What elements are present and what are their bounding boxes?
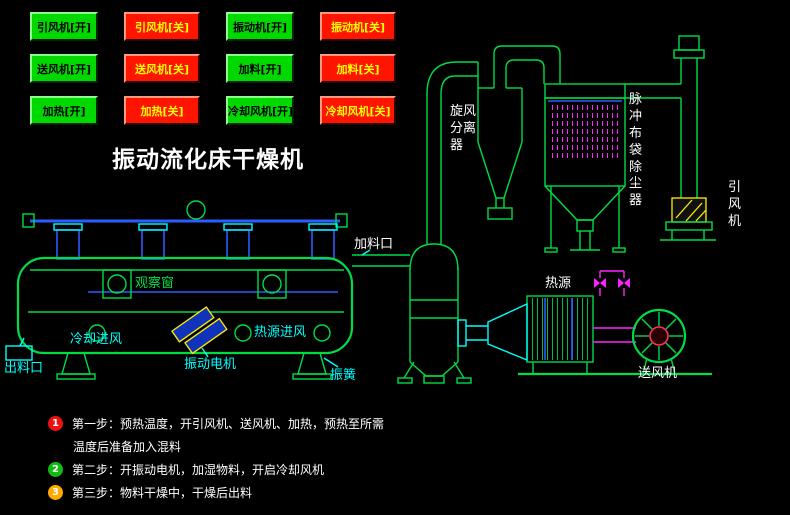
label-induced-draft-fan: 引风机 (727, 180, 741, 229)
operating-steps: 1 第一步：预热温度，开引风机、送风机、加热，预热至所需 温度后准备加入混料 2… (48, 415, 384, 507)
feed-off-button[interactable]: 加料[关] (320, 54, 396, 83)
step-2-badge: 2 (48, 461, 63, 477)
step-1-text: 第一步：预热温度，开引风机、送风机、加热，预热至所需 (72, 416, 385, 431)
step-3: 3 第三步：物料干燥中，干燥后出料 (48, 484, 384, 500)
step-2-text: 第二步：开振动电机，加湿物料，开启冷却风机 (72, 462, 325, 477)
label-dust-collector: 脉冲布袋除尘器 (628, 92, 642, 209)
label-observation-window: 观察窗 (135, 276, 175, 291)
feed-on-button[interactable]: 加料[开] (226, 54, 294, 83)
cooling-fan-off-button[interactable]: 冷却风机[关] (320, 96, 396, 125)
vibrator-on-button[interactable]: 振动机[开] (226, 12, 294, 41)
label-vibration-motor: 振动电机 (184, 357, 237, 372)
induced-fan-stack (625, 35, 716, 241)
supply-fan-off-button[interactable]: 送风机[关] (124, 54, 200, 83)
control-button-grid: 引风机[开] 引风机[关] 振动机[开] 振动机[关] 送风机[开] 送风机[关… (30, 12, 396, 125)
label-cooling-air-inlet: 冷却进风 (70, 332, 123, 347)
diffuser-duct (457, 302, 528, 362)
induced-fan-off-button[interactable]: 引风机[关] (124, 12, 200, 41)
step-1-continued: 温度后准备加入混料 (48, 438, 384, 454)
step-3-badge: 3 (48, 484, 63, 500)
label-feed-port: 加料口 (354, 237, 394, 252)
label-cyclone-separator: 旋风分离器 (450, 104, 477, 153)
vibration-motor-symbol (171, 306, 228, 355)
cyclone-separator (477, 45, 561, 220)
induced-fan-on-button[interactable]: 引风机[开] (30, 12, 98, 41)
label-discharge-port: 出料口 (4, 361, 44, 376)
step-2: 2 第二步：开振动电机，加湿物料，开启冷却风机 (48, 461, 384, 477)
label-vibration-spring: 振簧 (330, 368, 357, 383)
step-1-text-2: 温度后准备加入混料 (73, 439, 182, 454)
page-title: 振动流化床干燥机 (112, 147, 304, 173)
label-supply-fan: 送风机 (638, 366, 678, 381)
label-heat-air-inlet: 热源进风 (254, 325, 307, 340)
cooling-fan-on-button[interactable]: 冷却风机[开] (226, 96, 294, 125)
heat-exchanger (526, 270, 636, 374)
vibrator-off-button[interactable]: 振动机[关] (320, 12, 396, 41)
label-heat-source: 热源 (545, 276, 572, 291)
heating-on-button[interactable]: 加热[开] (30, 96, 98, 125)
step-1: 1 第一步：预热温度，开引风机、送风机、加热，预热至所需 (48, 415, 384, 431)
feed-tower (397, 61, 478, 384)
supply-fan (631, 308, 687, 375)
dust-collector (544, 83, 626, 253)
heating-off-button[interactable]: 加热[关] (124, 96, 200, 125)
step-1-badge: 1 (48, 415, 63, 431)
fluid-bed-dryer (5, 200, 410, 380)
step-3-text: 第三步：物料干燥中，干燥后出料 (72, 485, 253, 500)
supply-fan-on-button[interactable]: 送风机[开] (30, 54, 98, 83)
